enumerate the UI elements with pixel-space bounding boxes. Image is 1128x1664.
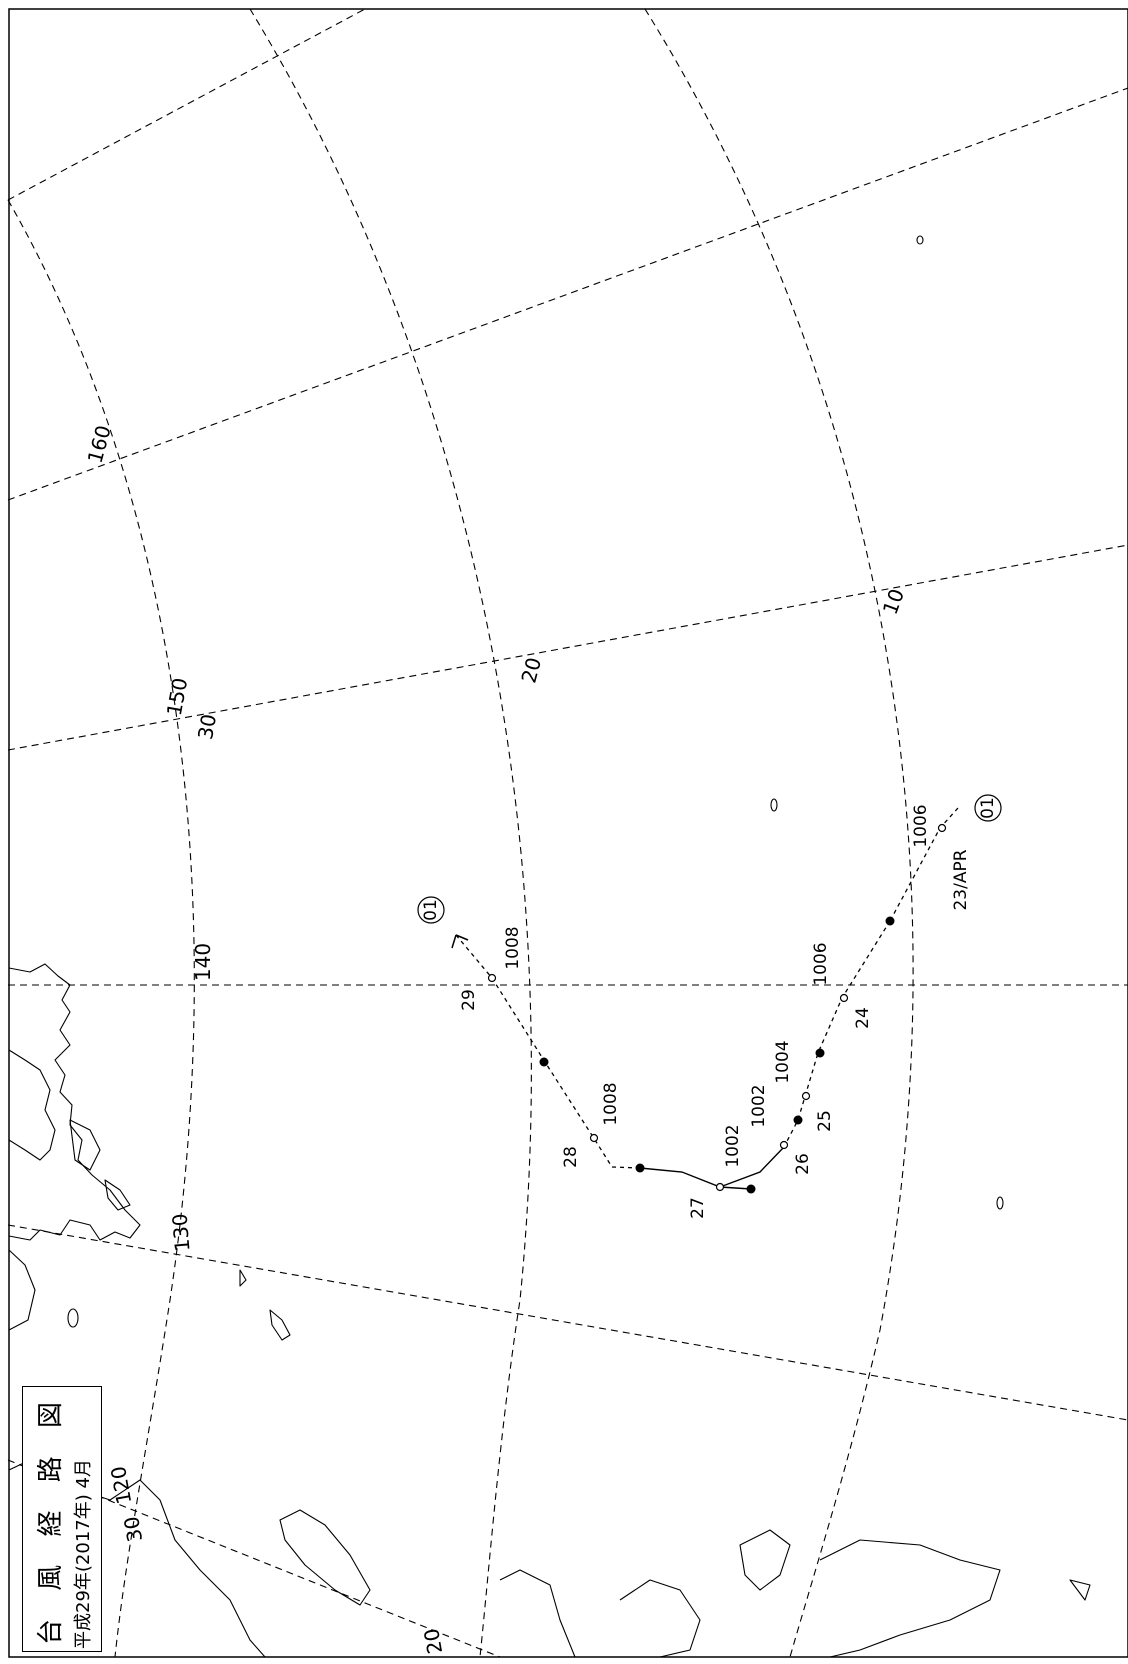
track-segment-4	[639, 1167, 752, 1190]
ryukyu-island-2	[269, 1309, 291, 1341]
track-segment-3	[719, 1146, 785, 1188]
track-label-day: 29	[459, 989, 479, 1011]
typhoon-number-start: 01	[974, 794, 1002, 822]
grid-label-lon-120: 120	[106, 1464, 136, 1506]
track-point-open	[487, 973, 497, 983]
pacific-island-3	[770, 798, 778, 812]
pressure-label: 1008	[503, 926, 523, 969]
typhoon-track: 01 01 23/APR 24 25 26 27 28 29 1006 1006…	[417, 794, 1002, 1219]
map-subtitle: 平成29年(2017年) 4月	[73, 1459, 94, 1649]
latitude-line-20	[249, 8, 532, 1658]
kyushu-coastline	[8, 1249, 36, 1331]
track-label-day: 27	[688, 1197, 708, 1219]
svg-text:01: 01	[421, 899, 441, 921]
grid-label-lon-140: 140	[191, 943, 215, 981]
pressure-label: 1006	[911, 804, 931, 847]
pacific-island-1	[996, 1196, 1004, 1210]
grid-label-lon-130: 130	[167, 1213, 194, 1253]
longitude-line-130	[7, 1224, 1128, 1421]
pacific-island-2	[916, 235, 924, 245]
track-point-filled	[815, 1048, 825, 1058]
svg-text:01: 01	[978, 797, 998, 819]
island-1	[69, 1119, 101, 1171]
island-3	[67, 1308, 79, 1328]
track-point-filled	[539, 1057, 549, 1067]
track-point-open	[839, 993, 849, 1003]
grid-label-lon-160: 160	[83, 423, 116, 466]
track-point-filled	[793, 1115, 803, 1125]
taiwan-coastline	[279, 1509, 371, 1606]
latitude-line-30	[7, 199, 195, 1658]
track-point-open	[715, 1182, 725, 1192]
title-box: 台 風 経 路 図 平成29年(2017年) 4月	[22, 1386, 102, 1652]
grid-label-lat-30: 30	[193, 712, 221, 741]
grid-labels: 160 150 140 130 120 30 20 10 30 20	[83, 423, 909, 1656]
philippines-coast-1	[499, 1569, 576, 1658]
grid-label-lat-30-sw: 30	[119, 1515, 147, 1544]
latitude-line-10	[644, 8, 914, 1658]
track-point-open	[801, 1091, 811, 1101]
typhoon-number-end: 01	[417, 896, 445, 924]
track-point-open	[779, 1140, 789, 1150]
honshu-coastline	[8, 963, 141, 1241]
philippines-coast-3	[739, 1529, 791, 1591]
track-point-filled	[635, 1163, 645, 1173]
track-point-filled	[885, 916, 895, 926]
track-point-open	[937, 823, 947, 833]
longitude-line-160	[7, 87, 1128, 501]
grid-label-lon-150: 150	[162, 676, 192, 718]
pressure-label: 1008	[601, 1082, 621, 1125]
track-label-day: 26	[793, 1153, 813, 1175]
new-guinea-coast	[819, 1539, 1001, 1658]
philippines-coast-2	[619, 1579, 701, 1658]
shikoku-coastline	[8, 1049, 56, 1161]
latitude-lines	[7, 8, 914, 1658]
grid-label-lat-20-sw: 20	[419, 1627, 447, 1656]
island-2	[104, 1179, 131, 1211]
track-label-day: 24	[853, 1007, 873, 1029]
longitude-line-170a	[7, 8, 366, 201]
track-point-filled	[746, 1184, 756, 1194]
track-label-start-date: 23/APR	[951, 849, 971, 910]
track-point-open	[589, 1133, 599, 1143]
coastlines	[8, 235, 1091, 1658]
track-label-day: 28	[561, 1146, 581, 1168]
pressure-label: 1006	[811, 942, 831, 985]
map-border	[8, 8, 1128, 1658]
longitude-lines	[7, 8, 1128, 1658]
pressure-label: 1002	[749, 1084, 769, 1127]
track-label-day: 25	[815, 1110, 835, 1132]
pressure-label: 1002	[723, 1124, 743, 1167]
island-east-1	[1069, 1579, 1091, 1601]
pressure-label: 1004	[773, 1040, 793, 1083]
track-segment-2	[783, 920, 891, 1148]
ryukyu-island-1	[239, 1269, 247, 1287]
track-segment-5	[455, 934, 641, 1169]
longitude-line-150	[7, 544, 1128, 751]
map-title: 台 風 経 路 図	[36, 1391, 66, 1645]
grid-label-lat-20: 20	[516, 655, 546, 686]
track-end-arrow	[451, 934, 469, 949]
